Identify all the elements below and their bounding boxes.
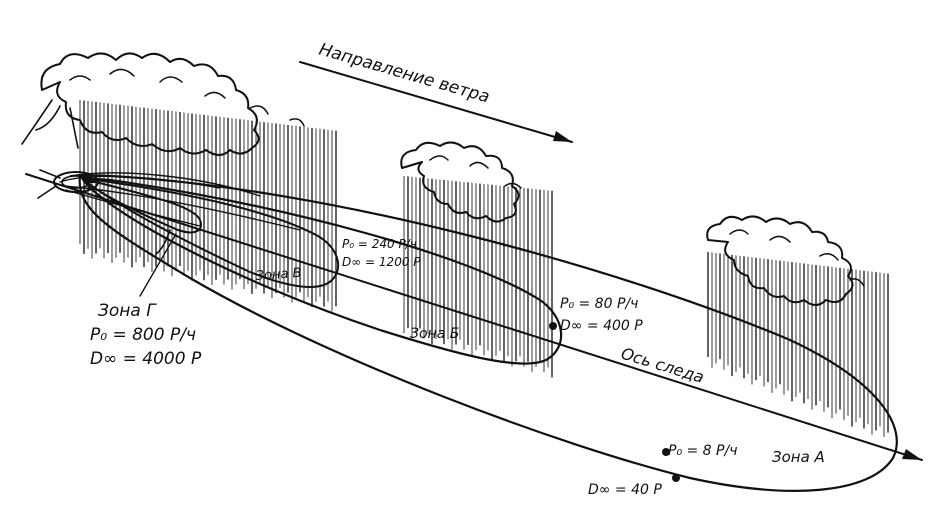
zone-v-rate: P₀ = 240 Р/ч [342, 237, 417, 251]
zone-a-annotation: P₀ = 8 Р/ч Зона А D∞ = 40 Р [588, 443, 825, 498]
zone-g-annotation: Зона Г P₀ = 800 Р/ч D∞ = 4000 Р [90, 234, 202, 369]
fallout-rain-middle [404, 176, 552, 377]
cloud-near-outline [41, 53, 258, 155]
trace-axis-arrowhead [902, 449, 922, 460]
trace-axis-label: Ось следа [619, 344, 706, 387]
wind-direction-label: Направление ветра [317, 40, 492, 108]
zone-v-label: Зона В [255, 266, 302, 284]
zone-a-dose-marker [672, 474, 680, 482]
wind-arrowhead [553, 131, 572, 142]
explosion-epicenter [38, 170, 300, 254]
zone-v-dose: D∞ = 1200 Р [342, 255, 421, 269]
zone-g-label: Зона Г [98, 301, 157, 321]
zone-b-label: Зона Б [410, 326, 459, 342]
zone-b-rate: P₀ = 80 Р/ч [560, 296, 638, 312]
zone-b-dose: D∞ = 400 Р [560, 318, 643, 334]
fallout-cloud-far [707, 216, 888, 436]
zone-a-label: Зона А [772, 448, 825, 466]
zone-a-dose: D∞ = 40 Р [588, 482, 662, 498]
zone-g-dose: D∞ = 4000 Р [90, 349, 202, 369]
zone-b-annotation: Зона Б P₀ = 80 Р/ч D∞ = 400 Р [410, 296, 643, 342]
zone-g-rate: P₀ = 800 Р/ч [90, 325, 196, 345]
zone-a-rate: P₀ = 8 Р/ч [668, 443, 737, 459]
zone-g-leader [140, 234, 176, 296]
zone-b-marker [549, 322, 557, 330]
